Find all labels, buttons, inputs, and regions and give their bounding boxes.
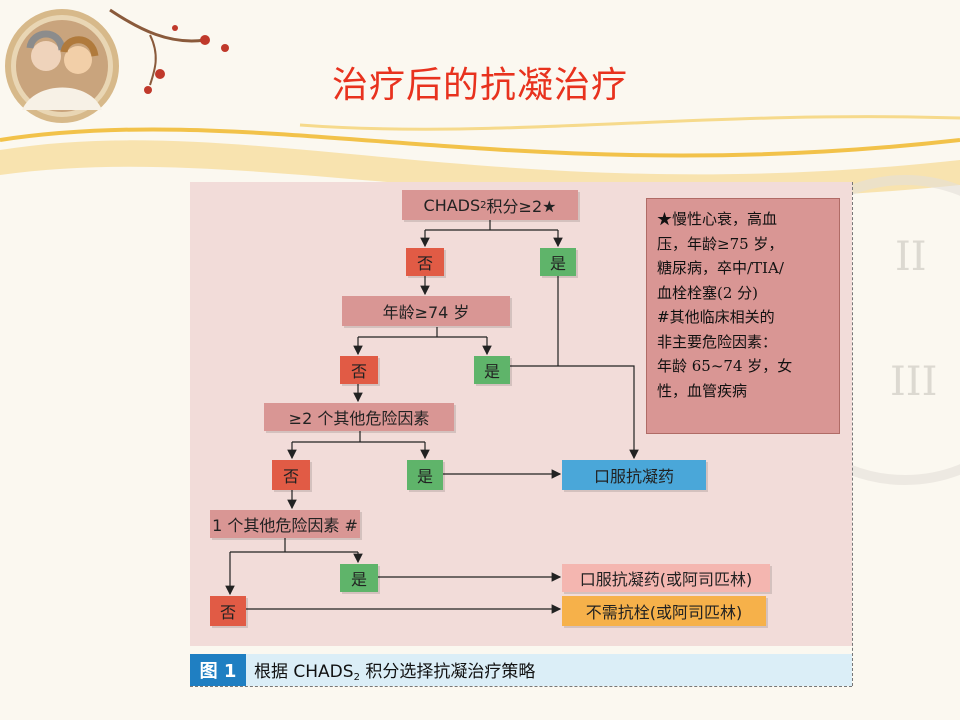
node-yes-1: 是 (540, 248, 576, 276)
figure-border-right (852, 182, 853, 686)
figure-caption-text: 根据 CHADS2 积分选择抗凝治疗策略 (254, 657, 535, 683)
node-yes-4: 是 (340, 564, 378, 592)
svg-text:III: III (890, 359, 937, 405)
node-oral-or-aspirin: 口服抗凝药(或阿司匹林) (562, 564, 770, 592)
note-line: 性，血管疾病 (657, 381, 748, 400)
slide-title: 治疗后的抗凝治疗 (331, 65, 628, 106)
node-chads2-prefix: CHADS (423, 195, 481, 215)
node-no-antithrombotic: 不需抗栓(或阿司匹林) (562, 596, 766, 626)
note-line: #其他临床相关的 (657, 308, 775, 326)
note-line: 非主要危险因素： (657, 332, 778, 351)
caption-prefix: 根据 CHADS (254, 662, 354, 682)
node-yes-2: 是 (474, 356, 510, 384)
node-chads2-suffix: 积分≥2★ (486, 197, 557, 216)
node-one-risk-factor: 1 个其他危险因素 # (210, 510, 360, 538)
caption-subscript: 2 (353, 672, 360, 683)
note-line: 血栓栓塞(2 分) (657, 283, 759, 302)
node-no-3: 否 (272, 460, 310, 490)
node-no-2: 否 (340, 356, 378, 384)
note-line: 糖尿病，卒中/TIA/ (657, 259, 784, 277)
figure-number: 图 1 (190, 654, 246, 686)
branch-decoration (109, 8, 229, 94)
figure-caption: 图 1 根据 CHADS2 积分选择抗凝治疗策略 (190, 654, 852, 686)
photo-medallion (5, 9, 119, 123)
risk-factor-note: ★慢性心衰，高血 压，年龄≥75 岁， 糖尿病，卒中/TIA/ 血栓栓塞(2 分… (646, 198, 840, 434)
node-age-74: 年龄≥74 岁 (342, 296, 510, 326)
note-line: 年龄 65~74 岁，女 (657, 357, 793, 375)
node-no-1: 否 (406, 248, 444, 276)
note-line: ★慢性心衰，高血 (657, 210, 778, 228)
caption-suffix: 积分选择抗凝治疗策略 (359, 662, 536, 682)
node-oral-anticoagulant: 口服抗凝药 (562, 460, 706, 490)
svg-text:II: II (895, 234, 927, 280)
node-chads2-subscript: 2 (480, 199, 487, 211)
figure-border-bottom (190, 686, 852, 687)
node-no-4: 否 (210, 596, 246, 626)
node-yes-3: 是 (407, 460, 443, 490)
node-two-risk-factors: ≥2 个其他危险因素 (264, 403, 454, 431)
note-line: 压，年龄≥75 岁， (657, 234, 784, 253)
